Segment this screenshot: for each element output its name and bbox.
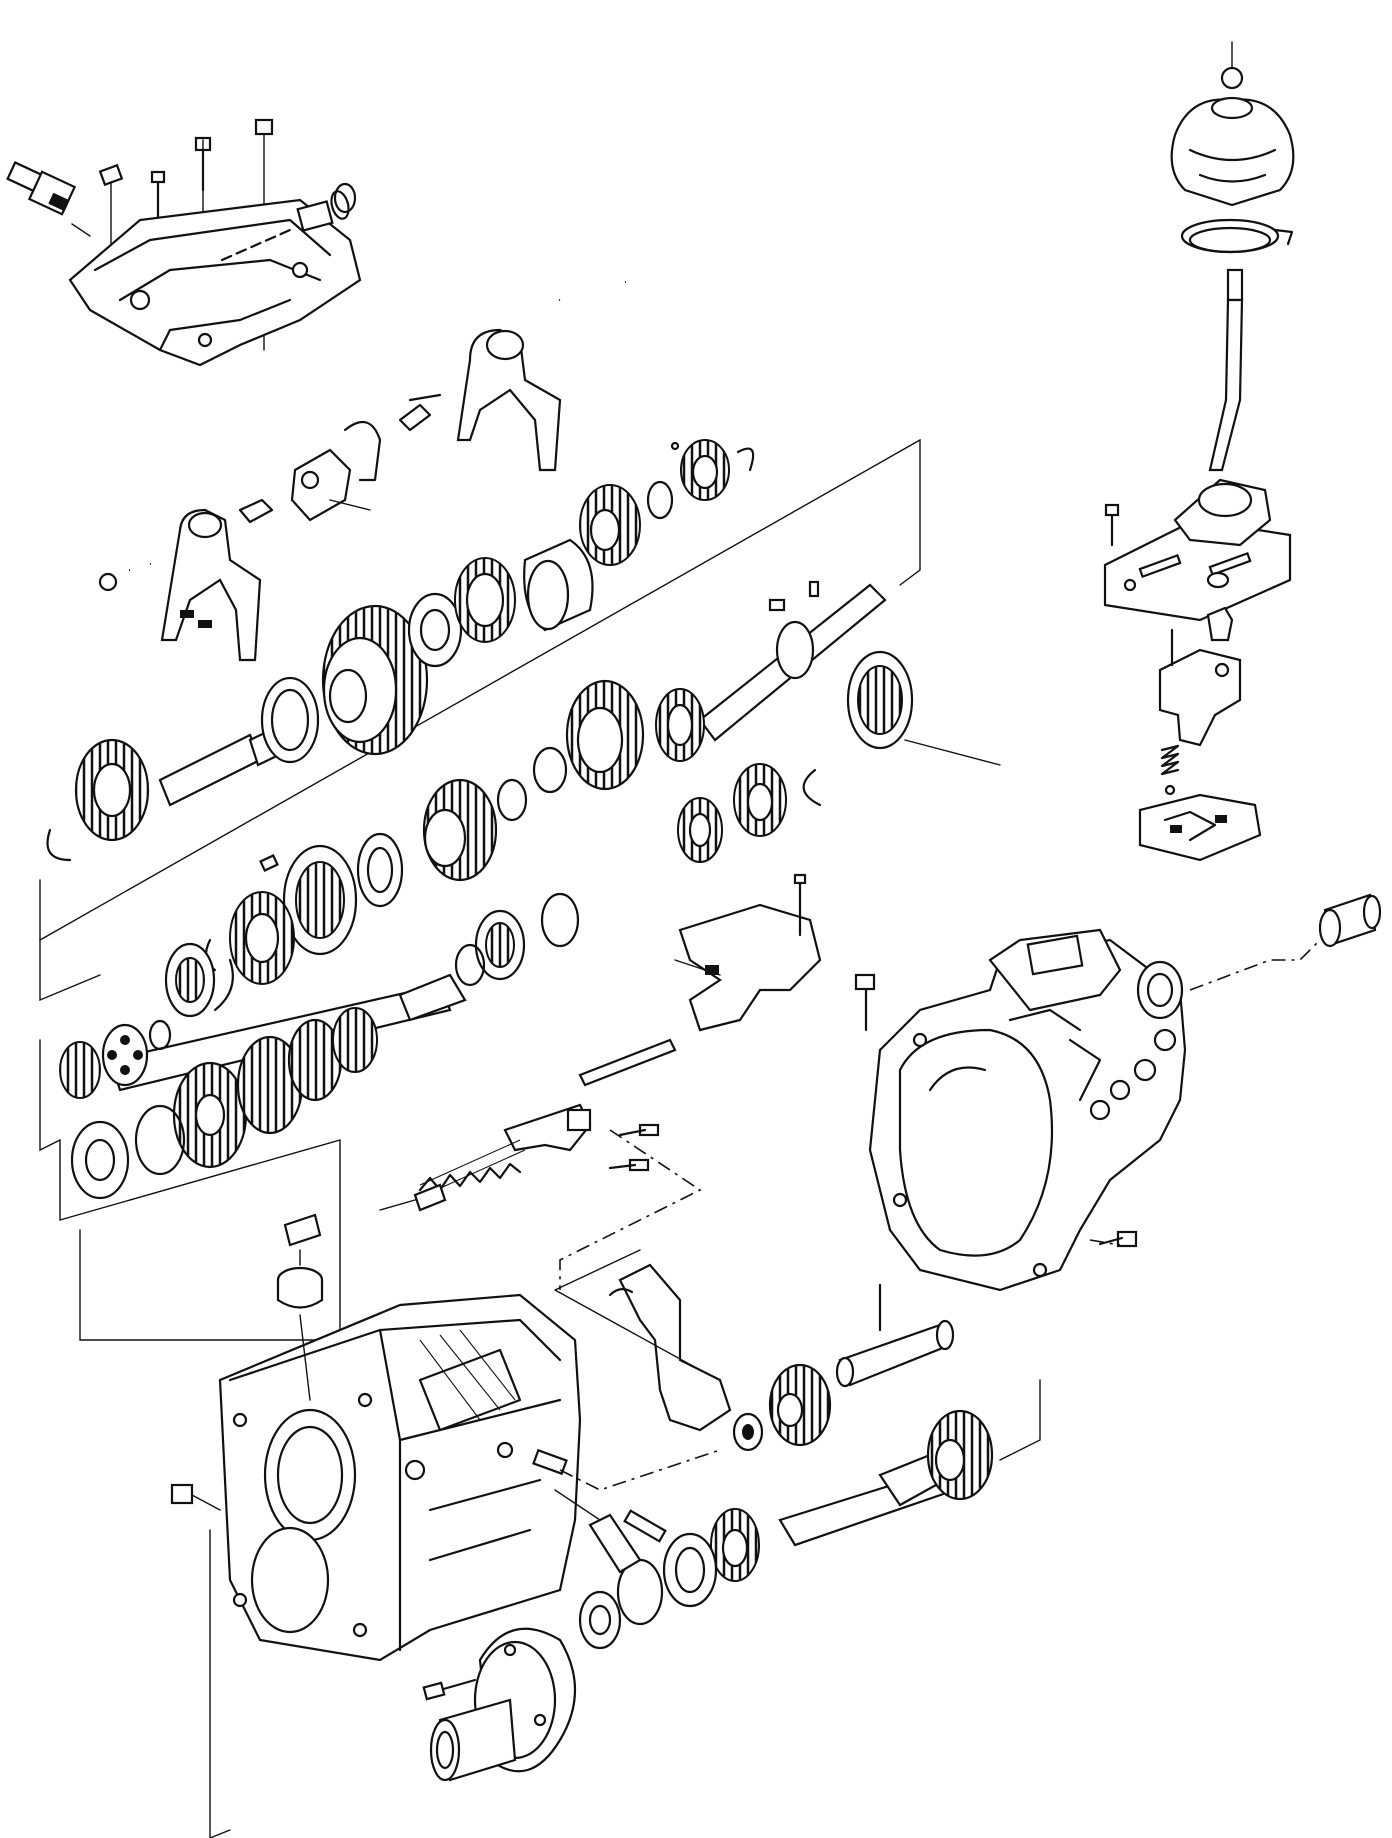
needle-bearing-small — [732, 1412, 764, 1452]
thrust-washer — [646, 480, 674, 520]
speedometer-sensor — [554, 1489, 667, 1574]
needle-bearing — [407, 592, 463, 668]
mainshaft-row-middle — [39, 580, 1001, 1018]
housing-bolt — [1104, 503, 1120, 547]
snap-ring — [802, 768, 822, 807]
cover-bolt — [194, 136, 212, 221]
interlock-block — [290, 420, 382, 522]
bolt — [618, 1123, 660, 1137]
needle-bearing — [59, 1041, 101, 1099]
snap-ring — [213, 958, 234, 1012]
extension-bushing — [1318, 893, 1382, 948]
detent-spring — [98, 562, 152, 592]
shift-fork-lower — [160, 508, 262, 662]
cover-bolt — [150, 170, 166, 224]
reverse-gear — [733, 763, 787, 837]
mainshaft-row-upper — [39, 438, 921, 942]
extension-bolt — [854, 973, 876, 1032]
second-gear — [579, 484, 641, 566]
output-shaft — [698, 580, 887, 742]
gear-sleeve — [523, 538, 594, 632]
synchro-ring — [260, 676, 320, 764]
extension-housing — [868, 928, 1187, 1292]
lever-spring — [1160, 744, 1180, 796]
shift-lever-bracket — [1158, 628, 1242, 747]
synchro-hub — [74, 738, 150, 842]
needle-bearing — [454, 557, 516, 643]
countershaft-bearing — [70, 1120, 130, 1200]
top-cover — [68, 190, 362, 367]
shift-fork-upper — [456, 328, 562, 472]
input-shaft-row — [209, 1379, 1041, 1838]
lever-boot — [1170, 96, 1295, 207]
lever-housing — [1103, 478, 1292, 622]
fourth-gear — [565, 679, 645, 791]
seal-ring — [333, 182, 357, 214]
shim — [134, 1104, 186, 1176]
spacer-plate — [101, 1023, 149, 1087]
case-clip — [283, 1213, 322, 1247]
needle-bearing — [474, 909, 526, 981]
assembly-line — [1089, 1239, 1121, 1246]
input-shaft — [778, 1409, 994, 1547]
transmission-case — [218, 1293, 582, 1662]
assembly-line — [559, 1129, 702, 1290]
countershaft-row — [39, 892, 580, 1341]
first-reverse-gear — [422, 778, 498, 882]
counter-gear-cluster — [172, 1007, 378, 1169]
top-cover-assembly — [6, 118, 362, 367]
retainer-bolt — [422, 1678, 477, 1701]
reverse-idler-gear — [768, 1363, 832, 1447]
shift-lever-assembly — [1103, 41, 1295, 862]
housing-bolt-lower — [1098, 1230, 1138, 1248]
magnet — [276, 1266, 324, 1309]
snap-ring — [736, 447, 755, 472]
retainer-sleeve — [429, 1698, 517, 1782]
third-gear — [321, 604, 429, 756]
shift-key — [398, 393, 442, 432]
synchro-assembly — [680, 439, 730, 501]
input-bearing — [710, 1508, 760, 1582]
synchro-sleeve — [282, 844, 358, 956]
snap-ring — [46, 828, 72, 862]
thrust-washer — [532, 746, 568, 794]
gear-bearing-assembly-right — [846, 650, 914, 750]
reverse-idler-lever — [608, 1263, 732, 1432]
rear-synchro-ring — [164, 942, 216, 1018]
reverse-shift-rod — [379, 1038, 677, 1212]
counter-gear — [677, 797, 723, 863]
drain-plug — [170, 1483, 221, 1511]
shift-key — [238, 498, 274, 524]
first-gear — [229, 891, 295, 985]
pivot-bushing — [1206, 571, 1230, 589]
synchro-ring — [356, 832, 404, 908]
selector-plate — [1138, 793, 1262, 862]
synchro-ring — [655, 688, 705, 762]
snap-ring — [496, 778, 528, 822]
bearing-race — [662, 1532, 718, 1608]
bolt — [608, 1158, 650, 1172]
boot-retaining-ring — [1180, 218, 1294, 254]
reverse-switch — [6, 161, 91, 237]
pivot-ball — [1206, 606, 1234, 642]
shift-rail-pin — [558, 279, 627, 303]
spacer — [540, 892, 580, 948]
oil-seal — [578, 1590, 622, 1650]
shift-lever — [1208, 268, 1244, 472]
reverse-shift-fork — [674, 873, 822, 1032]
reverse-idler-shaft — [835, 1283, 955, 1388]
